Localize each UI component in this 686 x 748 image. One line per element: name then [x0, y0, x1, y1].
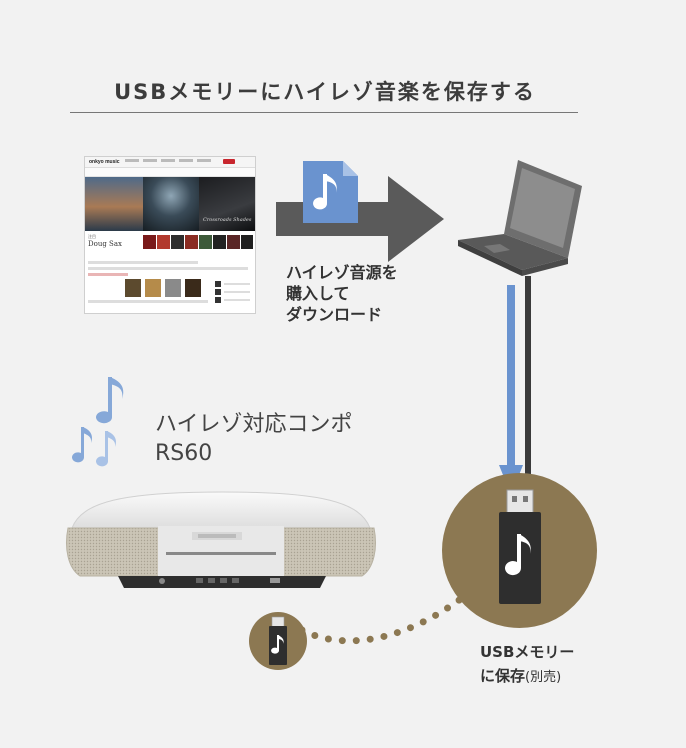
music-store-screenshot: onkyo music Crossroads Shades 注目 Doug Sa…	[84, 156, 256, 314]
download-arrow	[276, 176, 444, 262]
usb-caption-line1: USBメモリー	[480, 643, 575, 661]
ranking-line	[224, 283, 250, 285]
store-nav-link	[125, 159, 139, 162]
album-thumb	[213, 235, 226, 249]
usb-caption-note: (別売)	[525, 670, 562, 685]
store-nav-link	[197, 159, 211, 162]
text-line	[88, 267, 248, 270]
hero-banner-3: Crossroads Shades	[199, 177, 255, 231]
laptop-icon	[458, 160, 582, 276]
ranking-thumb	[215, 297, 221, 303]
rs60-compact-system	[66, 491, 376, 588]
store-nav-link	[161, 159, 175, 162]
connection-dotted-line	[298, 594, 466, 645]
hero-caption: Crossroads Shades	[203, 217, 252, 223]
download-caption-line: ハイレゾ音源を	[286, 263, 398, 282]
featured-subtitle: 注目	[88, 234, 96, 239]
ranking-thumb	[215, 289, 221, 295]
usb-caption-line2: に保存	[480, 667, 526, 685]
featured-block: 注目 Doug Sax	[88, 234, 140, 256]
store-nav-bar	[85, 157, 255, 168]
store-nav-link	[143, 159, 157, 162]
album-thumb	[171, 235, 184, 249]
album-art	[125, 279, 141, 297]
product-name: ハイレゾ対応コンポ RS60	[155, 410, 353, 468]
usb-cable	[525, 276, 531, 486]
hero-banner-2	[143, 177, 199, 231]
download-caption-line: ダウンロード	[286, 305, 383, 324]
album-thumb	[199, 235, 212, 249]
album-thumb	[143, 235, 156, 249]
music-notes-icon	[72, 377, 124, 467]
ranking-thumb	[215, 281, 221, 287]
usb-memory-icon	[499, 489, 541, 604]
store-search-bar	[85, 168, 255, 177]
store-logo: onkyo music	[89, 159, 120, 165]
ranking-line	[224, 291, 250, 293]
album-thumb	[157, 235, 170, 249]
featured-title: Doug Sax	[88, 240, 122, 248]
store-login-button	[223, 159, 235, 164]
product-name-line2: RS60	[155, 441, 213, 466]
album-art	[145, 279, 161, 297]
transfer-arrow	[499, 285, 523, 495]
title-divider	[70, 112, 578, 113]
album-thumb	[185, 235, 198, 249]
album-art	[165, 279, 181, 297]
text-line	[88, 300, 208, 303]
product-name-line1: ハイレゾ対応コンポ	[155, 412, 353, 437]
download-caption: ハイレゾ音源を 購入して ダウンロード	[286, 262, 398, 325]
store-nav-link	[179, 159, 193, 162]
ranking-line	[224, 299, 250, 301]
text-line	[88, 273, 128, 276]
usb-memory-small-icon	[269, 616, 287, 665]
text-line	[88, 261, 198, 264]
hero-banner-1	[85, 177, 143, 231]
album-thumb	[227, 235, 240, 249]
album-art	[185, 279, 201, 297]
page-title: USBメモリーにハイレゾ音楽を保存する	[114, 80, 536, 104]
album-thumb	[241, 235, 253, 249]
usb-caption: USBメモリー に保存(別売)	[480, 640, 574, 690]
download-caption-line: 購入して	[286, 284, 350, 303]
music-file-icon	[303, 161, 358, 223]
